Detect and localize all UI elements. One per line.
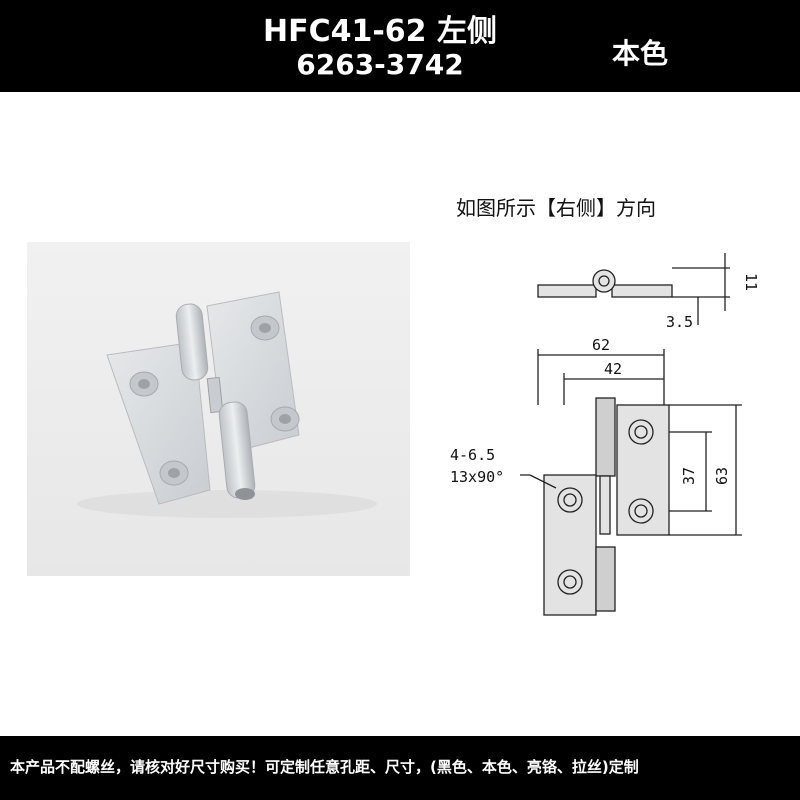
- dim-overall-width: 62: [592, 336, 610, 354]
- diagram-caption: 如图所示【右侧】方向: [456, 196, 656, 220]
- dim-leaf-width: 42: [604, 360, 622, 378]
- technical-drawing: 11 3.5 62 42 37 63: [520, 253, 760, 616]
- product-title: HFC41-62 左侧: [262, 14, 497, 49]
- dim-hole-spacing: 37: [680, 467, 698, 485]
- color-label: 本色: [612, 37, 669, 70]
- footer-note: 本产品不配螺丝，请核对好尺寸购买！可定制任意孔距、尺寸，(黑色、本色、亮铬、拉丝…: [10, 758, 639, 776]
- hole-spec: 4-6.5: [450, 446, 496, 464]
- countersink-spec: 13x90°: [450, 468, 505, 486]
- footer-bar: 本产品不配螺丝，请核对好尺寸购买！可定制任意孔距、尺寸，(黑色、本色、亮铬、拉丝…: [0, 736, 800, 800]
- hole-spec-label: 4-6.5 13x90°: [450, 444, 504, 488]
- dim-side-height: 11: [742, 273, 760, 291]
- dim-overall-height: 63: [713, 467, 731, 485]
- part-number: 6263-3742: [296, 48, 464, 81]
- hinge-photo-image: [77, 291, 377, 518]
- dim-thickness: 3.5: [666, 313, 693, 331]
- product-photo: [27, 242, 410, 576]
- header-bar: HFC41-62 左侧 6263-3742 本色: [0, 0, 800, 92]
